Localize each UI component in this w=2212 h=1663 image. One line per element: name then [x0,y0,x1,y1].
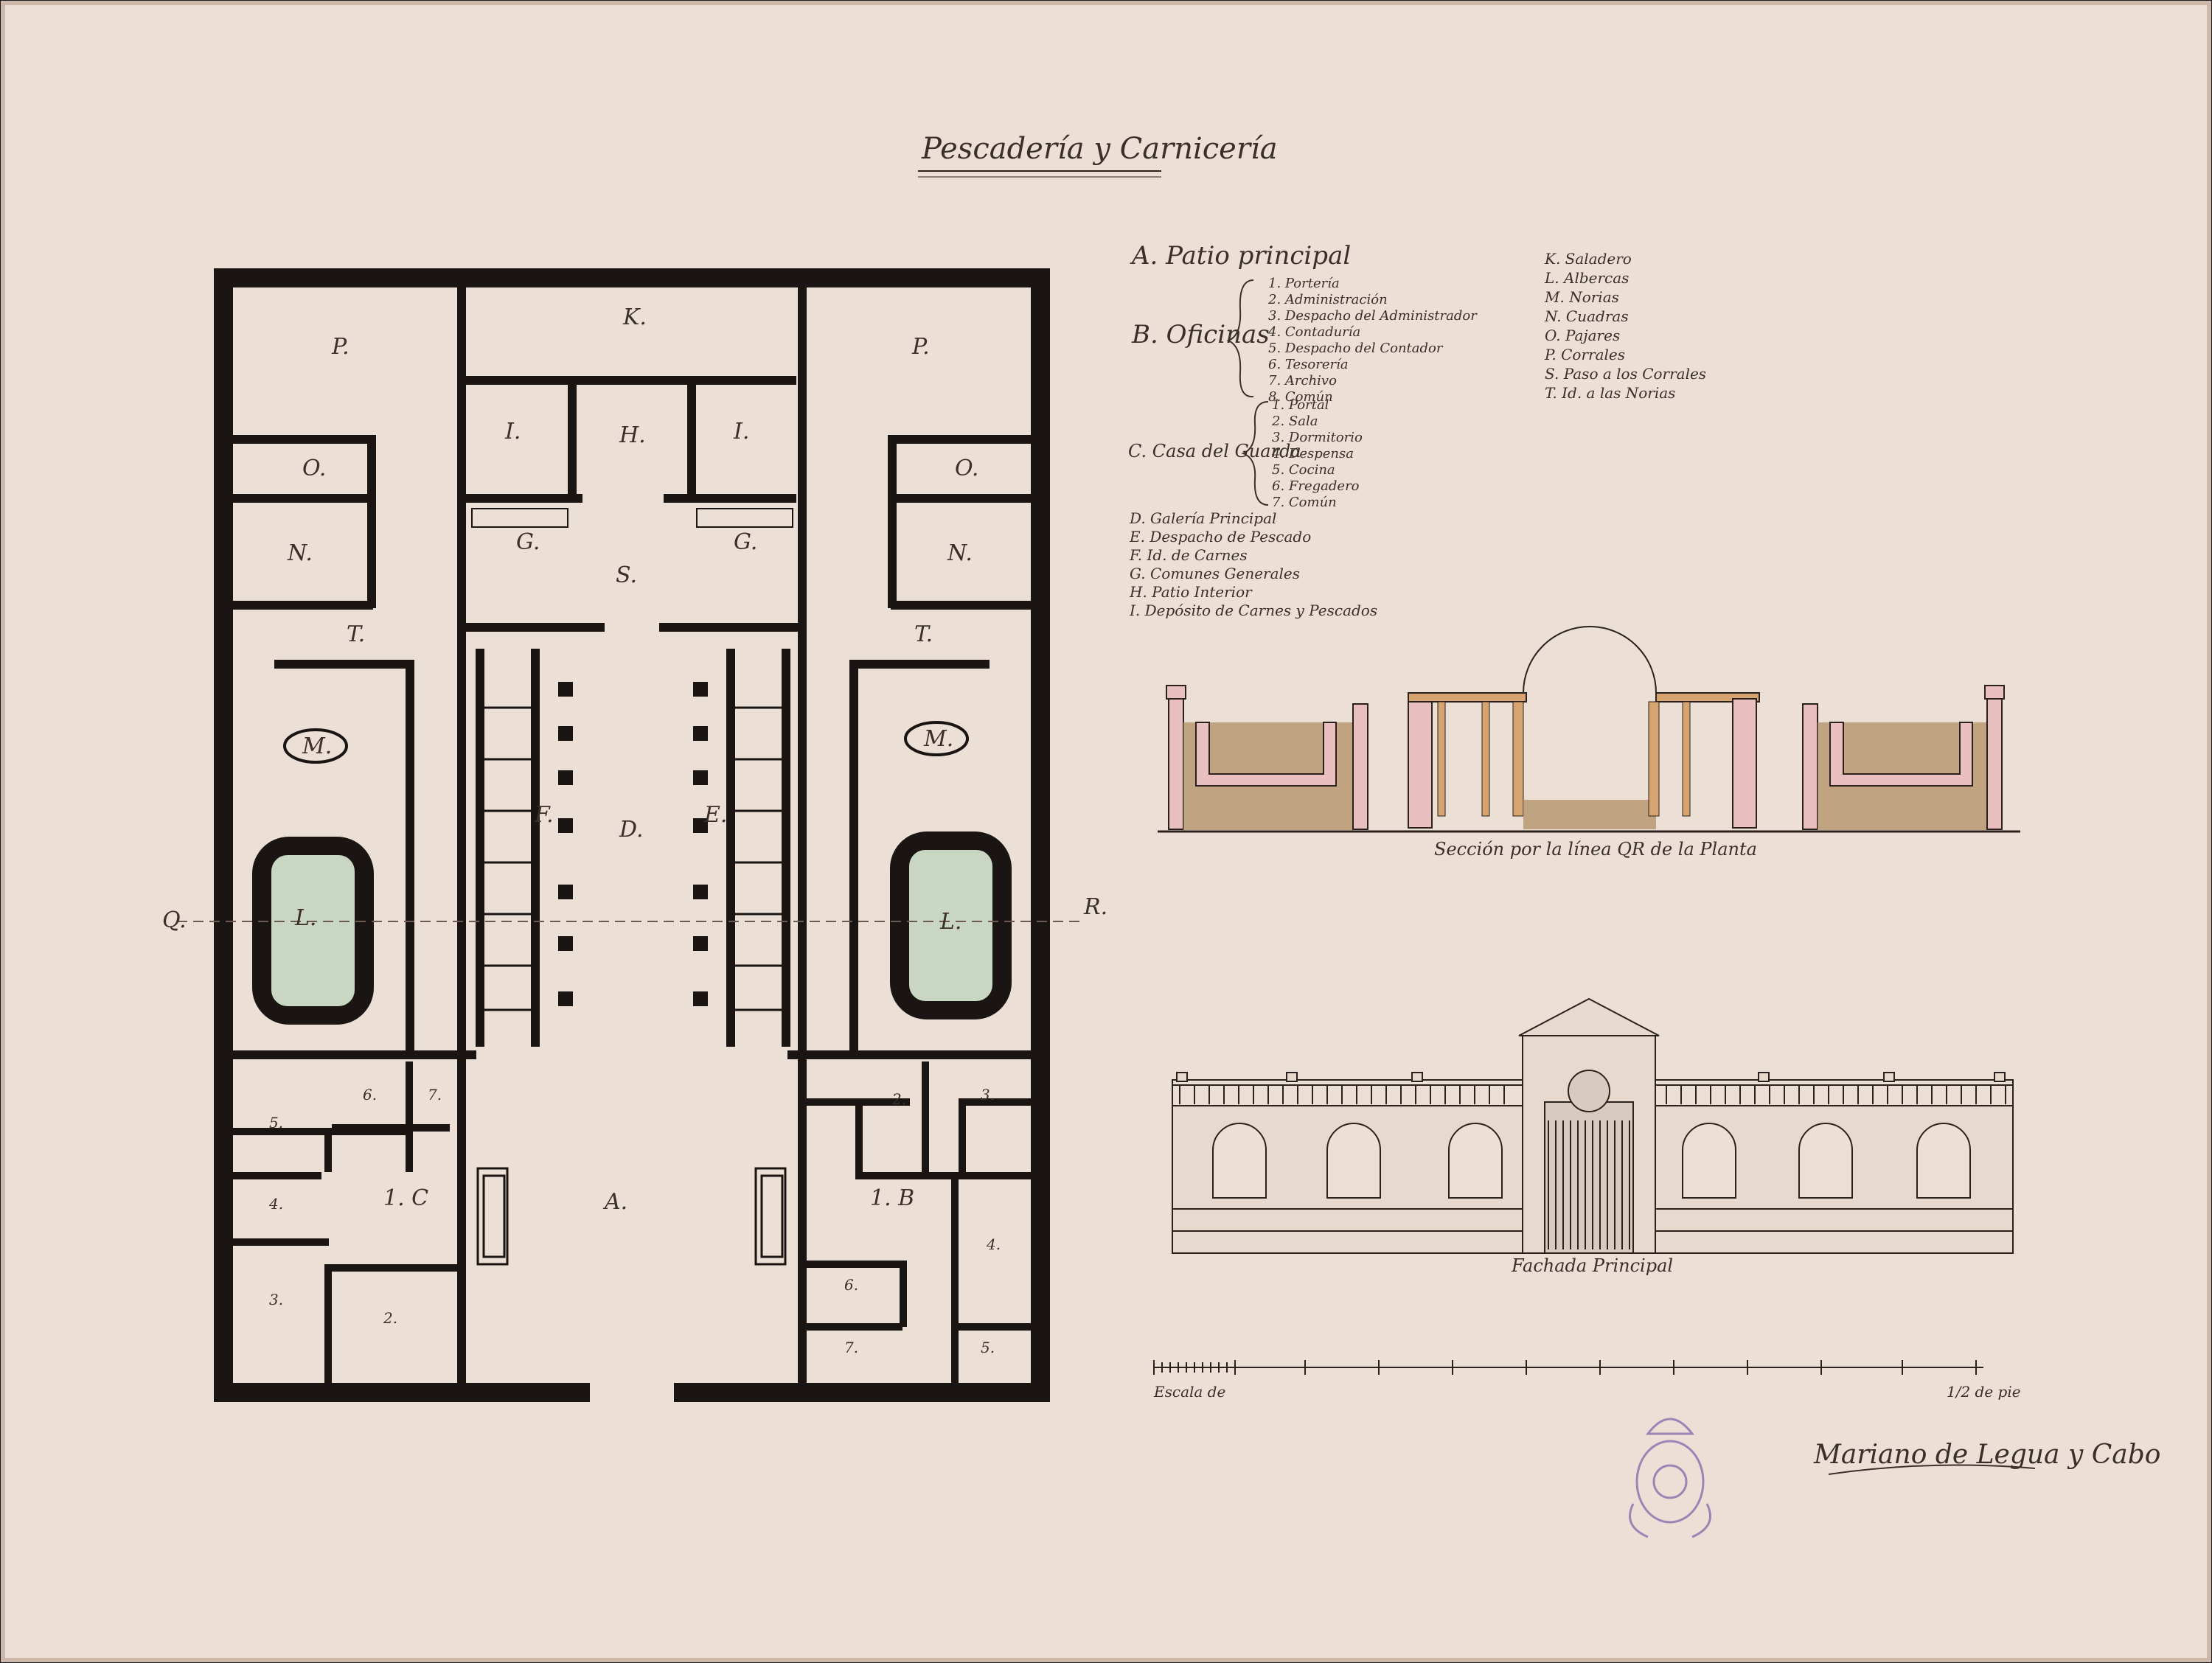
svg-text:2.: 2. [891,1090,906,1108]
section-drawing [1158,626,2020,833]
drawing-title: Pescadería y Carnicería [921,132,1278,166]
legend-C-head: C. Casa del Guarda [1128,441,1301,461]
svg-text:O. Pajares: O. Pajares [1545,327,1620,344]
plan-label-G-right: G. [734,529,757,555]
svg-text:E. Despacho de Pescado: E. Despacho de Pescado [1129,528,1311,545]
svg-text:5.: 5. [269,1114,283,1132]
plan-label-Q: Q. [162,907,187,933]
stall-piers [558,682,708,1006]
plan-label-A: A. [602,1189,627,1215]
plan-label-P-left: P. [331,334,349,360]
plan-label-I-left: I. [504,419,521,444]
svg-text:7. Común: 7. Común [1272,495,1337,510]
legend: A. Patio principal B. Oficinas C. Casa d… [1128,241,1706,619]
svg-text:6.: 6. [844,1276,858,1294]
noria-left [283,728,348,764]
scale-caption-right: 1/2 de pie [1947,1383,2021,1401]
svg-text:7.: 7. [844,1339,858,1356]
plan-label-M-left: M. [302,733,332,759]
plan-label-R: R. [1083,894,1107,920]
plan-label-T-right: T. [914,621,933,647]
pool-left [252,837,374,1025]
plan-label-P-right: P. [911,334,930,360]
royal-stamp [1629,1418,1711,1538]
plan-label-F: F. [534,802,554,828]
noria-right [904,721,969,756]
svg-text:4.: 4. [986,1235,1001,1253]
plan-label-C: 1. C [383,1185,428,1211]
svg-text:4. Despensa: 4. Despensa [1271,446,1354,461]
plan-label-N-right: N. [947,540,973,566]
svg-text:G. Comunes Generales: G. Comunes Generales [1130,565,1300,582]
signature-flourish [1828,1464,2036,1475]
svg-text:T. Id. a las Norias: T. Id. a las Norias [1545,384,1675,402]
plan-label-O-left: O. [302,456,326,481]
svg-text:P. Corrales: P. Corrales [1544,346,1625,363]
plan-label-I-right: I. [733,419,749,444]
svg-text:3.: 3. [269,1291,283,1308]
svg-text:5. Despacho del Contador: 5. Despacho del Contador [1268,341,1444,356]
facade-drawing [1172,997,2014,1254]
svg-text:H. Patio Interior: H. Patio Interior [1129,583,1253,601]
plan-label-L-right: L. [939,909,961,935]
section-caption: Sección por la línea QR de la Planta [1434,839,1757,860]
svg-text:7. Archivo: 7. Archivo [1268,373,1337,388]
svg-text:D. Galería Principal: D. Galería Principal [1129,509,1276,527]
svg-text:4.: 4. [268,1195,283,1213]
plan-label-K: K. [622,304,647,330]
svg-text:5.: 5. [981,1339,995,1356]
plan-label-O-right: O. [955,456,978,481]
plan-label-G-left: G. [516,529,540,555]
svg-text:K. Saladero: K. Saladero [1544,250,1632,268]
floor-plan [214,268,1050,1402]
plan-label-B: 1. B [870,1185,914,1211]
plan-label-N-left: N. [287,540,313,566]
svg-text:4. Contaduría: 4. Contaduría [1267,324,1360,340]
svg-text:3. Despacho del Administrador: 3. Despacho del Administrador [1268,308,1478,324]
svg-text:8. Común: 8. Común [1268,389,1333,405]
plan-label-L-left: L. [294,905,316,931]
scale-caption-left: Escala de [1153,1383,1225,1401]
svg-text:7.: 7. [428,1086,442,1104]
svg-text:6.: 6. [363,1086,377,1104]
legend-A: A. Patio principal [1130,241,1351,271]
plan-label-D: D. [619,817,644,843]
svg-text:F. Id. de Carnes: F. Id. de Carnes [1129,546,1248,564]
facade-caption: Fachada Principal [1511,1255,1673,1276]
legend-B-head: B. Oficinas [1131,320,1270,349]
svg-text:6. Fregadero: 6. Fregadero [1272,478,1360,494]
svg-text:N. Cuadras: N. Cuadras [1544,307,1629,325]
svg-text:3. Dormitorio: 3. Dormitorio [1272,430,1363,445]
svg-text:3.: 3. [981,1086,995,1104]
svg-text:6. Tesorería: 6. Tesorería [1268,357,1349,372]
svg-text:S. Paso a los Corrales: S. Paso a los Corrales [1545,365,1706,383]
svg-text:2. Sala: 2. Sala [1271,414,1318,429]
svg-text:M. Norias: M. Norias [1544,288,1619,306]
svg-text:L. Albercas: L. Albercas [1544,269,1629,287]
svg-text:I. Depósito de Carnes y Pescad: I. Depósito de Carnes y Pescados [1129,602,1377,619]
plan-label-S: S. [616,562,637,588]
svg-text:2. Administración: 2. Administración [1267,292,1388,307]
svg-text:1. Portal: 1. Portal [1272,397,1329,413]
svg-text:5. Cocina: 5. Cocina [1272,462,1335,478]
plan-label-T-left: T. [347,621,365,647]
pool-right [890,832,1012,1019]
svg-text:2.: 2. [383,1309,397,1327]
plan-label-M-right: M. [923,726,953,752]
plan-label-H: H. [619,422,646,448]
svg-text:1. Portería: 1. Portería [1268,276,1340,291]
scale-bar [1153,1360,1983,1375]
plan-label-E: E. [703,802,727,828]
